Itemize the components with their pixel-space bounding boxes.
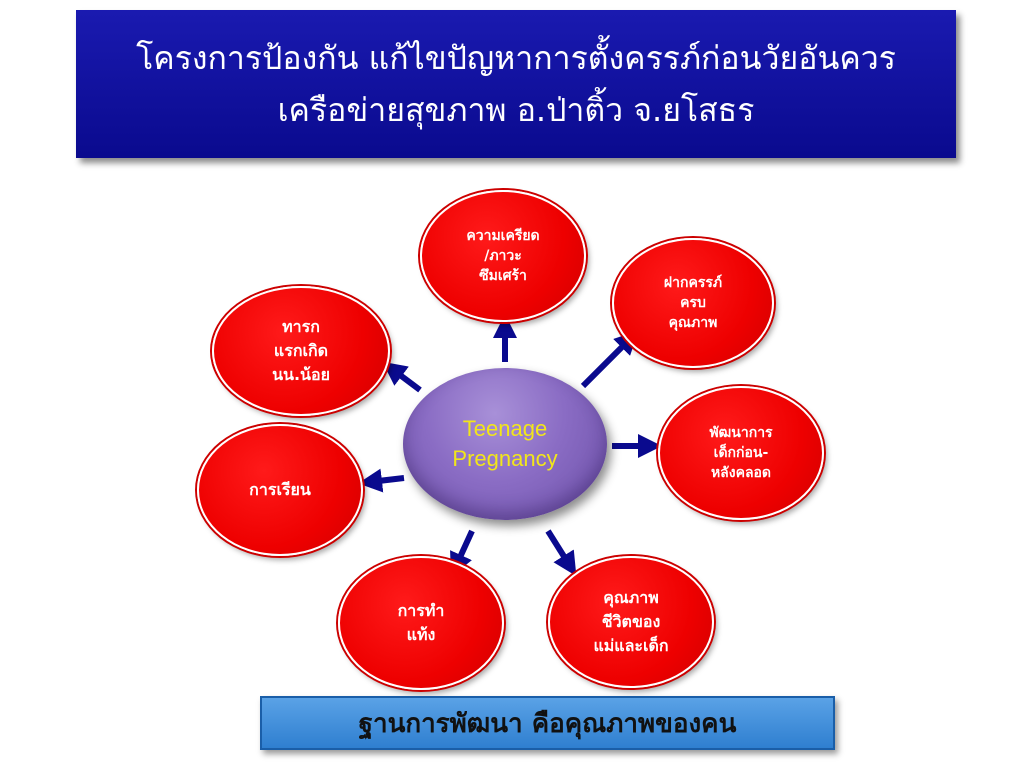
footer-label: ฐานการพัฒนา คือคุณภาพของคน (358, 708, 737, 739)
arrow-to-low-birth-weight (382, 361, 422, 393)
node-stress: ความเครียด /ภาวะ ซึมเศร้า (420, 190, 586, 322)
node-low-birth-weight-label: ทารก แรกเกิด นน.น้อย (272, 317, 330, 384)
node-abortion: การทำ แท้ง (338, 556, 504, 690)
node-stress-label: ความเครียด /ภาวะ ซึมเศร้า (466, 228, 540, 284)
node-education: การเรียน (197, 424, 363, 556)
node-antenatal-label: ฝากครรภ์ ครบ คุณภาพ (663, 275, 723, 331)
center-label: Teenage Pregnancy (452, 416, 558, 471)
title-line-1: โครงการป้องกัน แก้ไขปัญหาการตั้งครรภ์ก่อ… (136, 39, 896, 77)
arrow-to-quality-of-life (545, 529, 577, 577)
node-quality-of-life: คุณภาพ ชีวิตของ แม่และเด็ก (548, 556, 714, 688)
title-banner: โครงการป้องกัน แก้ไขปัญหาการตั้งครรภ์ก่อ… (76, 10, 956, 158)
node-development-label: พัฒนาการ เด็กก่อน- หลังคลอด (709, 425, 773, 481)
node-development: พัฒนาการ เด็กก่อน- หลังคลอด (658, 386, 824, 520)
node-education-label: การเรียน (249, 480, 311, 499)
arrow-to-antenatal (580, 330, 639, 389)
center-node: Teenage Pregnancy (403, 368, 607, 520)
node-abortion-label: การทำ แท้ง (397, 601, 445, 644)
arrow-to-education (358, 468, 405, 493)
arrow-to-abortion (450, 529, 475, 577)
title-line-2: เครือข่ายสุขภาพ อ.ป่าติ้ว จ.ยโสธร (277, 91, 755, 129)
footer-banner: ฐานการพัฒนา คือคุณภาพของคน (260, 696, 835, 750)
node-antenatal: ฝากครรภ์ ครบ คุณภาพ (612, 238, 774, 368)
node-quality-of-life-label: คุณภาพ ชีวิตของ แม่และเด็ก (593, 588, 669, 655)
node-low-birth-weight: ทารก แรกเกิด นน.น้อย (212, 286, 390, 416)
